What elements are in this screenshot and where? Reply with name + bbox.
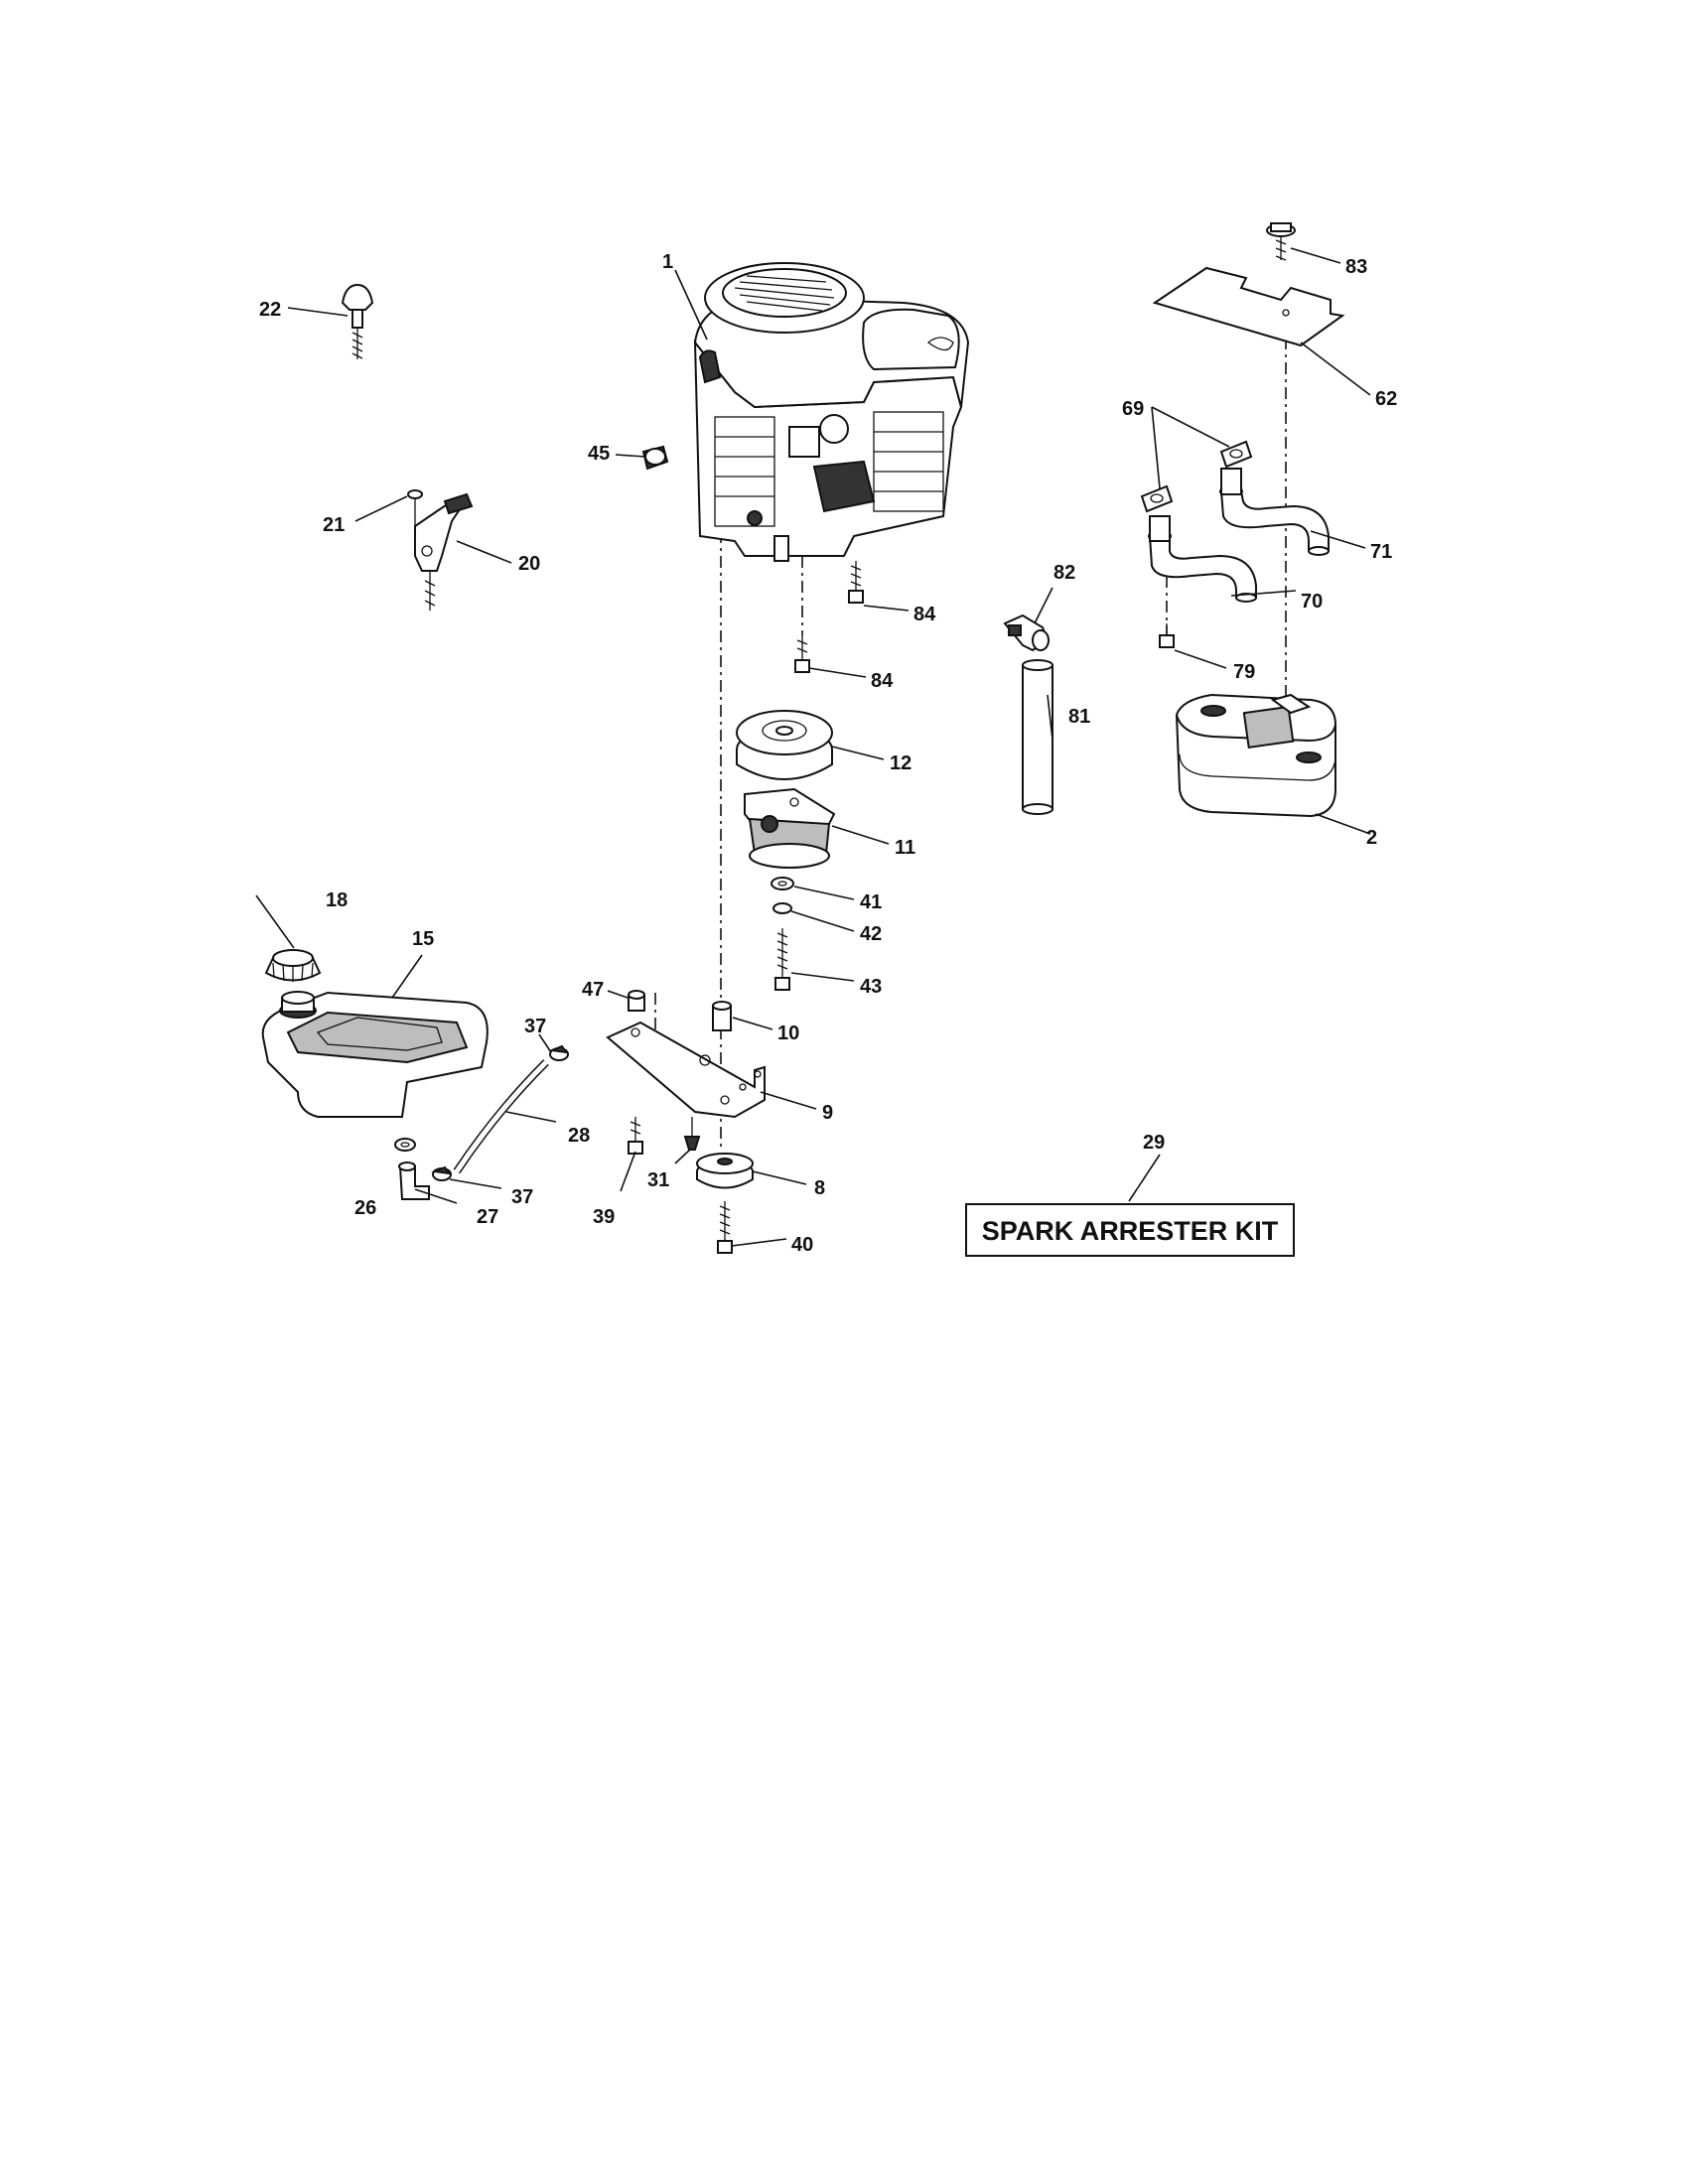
callout-81: 81 <box>1068 706 1090 728</box>
callout-18: 18 <box>326 889 348 911</box>
part-2-muffler[interactable] <box>1175 693 1336 818</box>
part-84-bolt-lower[interactable] <box>794 635 810 673</box>
part-70-exhaust-pipe[interactable] <box>1148 515 1257 603</box>
part-82-elbow[interactable] <box>1003 614 1050 652</box>
callout-40: 40 <box>791 1234 813 1256</box>
part-26-grommet[interactable] <box>394 1138 416 1152</box>
callout-22: 22 <box>259 299 281 321</box>
callout-84-lower: 84 <box>871 670 894 692</box>
callout-8: 8 <box>814 1177 825 1199</box>
part-10-spacer[interactable] <box>712 1001 732 1031</box>
kit-label: SPARK ARRESTER KIT <box>982 1216 1279 1246</box>
part-21-screw[interactable] <box>407 489 423 536</box>
callout-11: 11 <box>895 837 915 859</box>
callout-39: 39 <box>593 1206 615 1228</box>
callout-84-upper: 84 <box>913 604 936 625</box>
callout-43: 43 <box>860 976 882 998</box>
part-83-bolt[interactable] <box>1266 222 1296 261</box>
part-31-screw[interactable] <box>683 1117 701 1151</box>
part-45-fitting[interactable] <box>641 445 669 471</box>
callout-12: 12 <box>890 752 912 774</box>
callout-69: 69 <box>1122 398 1144 420</box>
callout-42: 42 <box>860 923 882 945</box>
part-15-fuel-tank[interactable] <box>261 991 489 1118</box>
part-71-exhaust-pipe[interactable] <box>1219 468 1330 556</box>
part-37-clamp-upper[interactable] <box>548 1044 569 1061</box>
kit-frame <box>965 1203 1295 1257</box>
part-41-washer[interactable] <box>771 877 794 890</box>
part-22-knob[interactable] <box>341 283 374 359</box>
part-84-bolt-upper[interactable] <box>848 561 864 604</box>
callout-15: 15 <box>412 928 434 950</box>
part-81-tube[interactable] <box>1022 659 1053 815</box>
callout-20: 20 <box>518 553 540 575</box>
callout-41: 41 <box>860 891 882 913</box>
callout-70: 70 <box>1301 591 1323 613</box>
part-79-bolt[interactable] <box>1159 623 1175 648</box>
callout-1: 1 <box>662 251 673 273</box>
leader-lines <box>255 247 1371 1247</box>
part-69-gasket-right[interactable] <box>1219 440 1253 469</box>
part-62-heat-shield[interactable] <box>1152 266 1345 347</box>
callout-numbers: 1 2 8 9 10 11 12 15 18 20 21 22 26 27 28… <box>259 251 1397 1256</box>
callout-28: 28 <box>568 1125 590 1147</box>
part-18-fuel-cap[interactable] <box>264 949 322 982</box>
part-28-fuel-line[interactable] <box>453 1059 549 1174</box>
part-40-bolt[interactable] <box>717 1201 733 1254</box>
part-43-bolt[interactable] <box>774 928 790 991</box>
callout-10: 10 <box>777 1023 799 1044</box>
callout-47: 47 <box>582 979 604 1001</box>
part-27-elbow-fitting[interactable] <box>398 1161 430 1200</box>
callout-62: 62 <box>1375 388 1397 410</box>
part-20-throttle-bracket[interactable] <box>414 492 474 611</box>
callout-45: 45 <box>588 443 610 465</box>
callout-31: 31 <box>647 1169 669 1191</box>
part-37-clamp-lower[interactable] <box>431 1165 452 1181</box>
spark-arrester-kit-box: SPARK ARRESTER KIT <box>965 1203 1295 1257</box>
part-69-gasket-left[interactable] <box>1140 484 1174 513</box>
part-11-clutch[interactable] <box>744 787 836 869</box>
callout-83: 83 <box>1345 256 1367 278</box>
callout-27: 27 <box>477 1206 498 1228</box>
callout-82: 82 <box>1053 562 1075 584</box>
part-42-lock-washer[interactable] <box>772 902 792 914</box>
callout-37-upper: 37 <box>524 1016 546 1037</box>
part-47-bushing[interactable] <box>628 990 645 1012</box>
callout-79: 79 <box>1233 661 1255 683</box>
callout-29: 29 <box>1143 1132 1165 1154</box>
part-9-idler-bracket[interactable] <box>606 1021 766 1119</box>
part-12-pulley[interactable] <box>736 710 833 780</box>
callout-9: 9 <box>822 1102 833 1124</box>
part-8-idler-pulley[interactable] <box>696 1153 754 1189</box>
callout-2: 2 <box>1366 827 1377 849</box>
callout-21: 21 <box>323 514 345 536</box>
part-39-bolt[interactable] <box>628 1117 643 1155</box>
callout-37-lower: 37 <box>511 1186 533 1208</box>
engine-part-1[interactable] <box>693 262 970 562</box>
callout-26: 26 <box>354 1197 376 1219</box>
callout-71: 71 <box>1370 541 1392 563</box>
